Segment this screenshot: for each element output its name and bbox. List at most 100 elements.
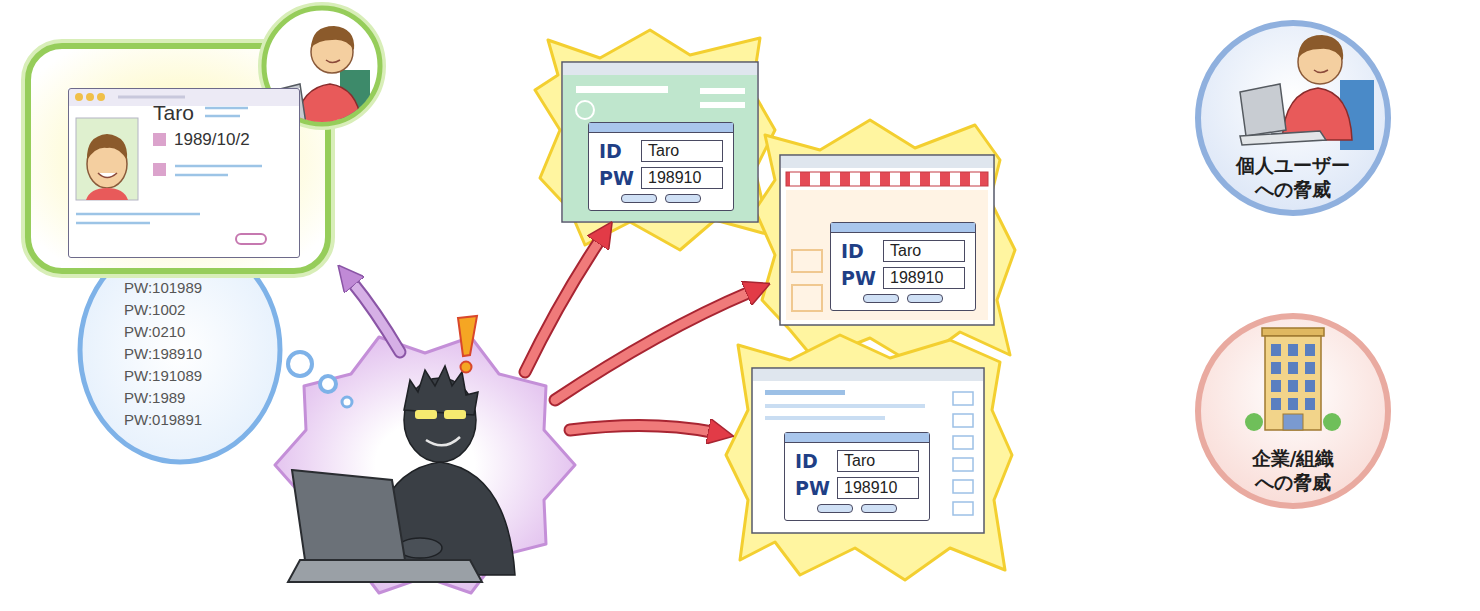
speech-blob: [28, 6, 382, 271]
attack-arrow: [352, 240, 750, 432]
building-icon: [1271, 344, 1281, 356]
website-window: [700, 88, 745, 94]
attack-splash: [755, 120, 1015, 365]
password-guess: PW:101989: [124, 280, 202, 297]
attack-arrow: [352, 282, 400, 352]
building-icon: [1245, 328, 1341, 431]
threat-label: 個人ユーザー への脅威: [1215, 154, 1371, 202]
login-dialog: IDTaroPW198910: [588, 122, 734, 211]
login-button: [861, 504, 897, 513]
profile-page: [153, 163, 166, 176]
attack-arrow: [570, 425, 712, 432]
building-icon: [1271, 380, 1281, 392]
profile-page: [75, 93, 83, 101]
website-window: [786, 190, 988, 320]
profile-page: [86, 188, 128, 200]
field-value: Taro: [883, 240, 965, 262]
organization-circle: [1198, 316, 1388, 506]
attack-splash: [535, 30, 1015, 580]
user-figure: [295, 84, 362, 130]
hacker-figure: [288, 560, 482, 582]
login-dialog: IDTaroPW198910: [830, 222, 976, 311]
login-dialog: IDTaroPW198910: [784, 432, 930, 521]
website-window: [953, 392, 973, 405]
hacker-figure: [458, 316, 477, 356]
profile-page: [205, 107, 248, 110]
building-icon: [1288, 380, 1298, 392]
website-window: [953, 414, 973, 427]
building-icon: [1288, 398, 1298, 410]
website-window: [792, 250, 822, 272]
individual-figure: [1314, 70, 1328, 73]
button-row: [795, 504, 919, 513]
thought-bubble-shape: [288, 352, 312, 376]
building-icon: [1288, 362, 1298, 374]
website-window: [953, 480, 973, 493]
profile-page: [86, 93, 94, 101]
form-row: IDTaro: [841, 240, 965, 262]
profile-page: [205, 115, 240, 118]
hacker-figure: [461, 362, 472, 373]
form-row: PW198910: [795, 477, 919, 499]
website-window: [780, 155, 994, 325]
website-window: [786, 172, 988, 186]
building-icon: [1271, 398, 1281, 410]
form-row: IDTaro: [795, 450, 919, 472]
field-value: 198910: [641, 167, 723, 189]
password-guess: PW:191089: [124, 368, 202, 385]
website-window: [562, 62, 994, 533]
threat-label: 企業/組織 への脅威: [1215, 447, 1371, 495]
attack-arrow: [555, 292, 750, 400]
website-window: [576, 101, 594, 119]
thought-bubble: PW:101989PW:1002PW:0210PW:198910PW:19108…: [80, 238, 280, 462]
attack-arrow: [555, 292, 750, 400]
profile-page: [76, 118, 138, 200]
individual-figure: [1298, 35, 1343, 60]
website-window: [752, 368, 984, 533]
profile-card: Taro1989/10/2: [68, 88, 300, 258]
password-guess: PW:198910: [124, 346, 202, 363]
individual-figure: [1240, 131, 1326, 145]
website-window: [753, 369, 983, 381]
attack-arrow: [525, 240, 600, 372]
website-window: [765, 404, 925, 408]
profile-page: [76, 213, 200, 216]
individual-circle: [1198, 23, 1388, 213]
thought-bubble-shape: [342, 397, 352, 407]
form-row: IDTaro: [599, 140, 723, 162]
login-button: [621, 194, 657, 203]
form-row: PW198910: [841, 267, 965, 289]
website-window: [700, 102, 745, 108]
user-figure: [326, 60, 340, 63]
attack-splash: [726, 335, 1012, 580]
form-row: PW198910: [599, 167, 723, 189]
website-window: [765, 390, 845, 395]
individual-figure: [1240, 35, 1374, 150]
website-window: [781, 156, 993, 168]
attack-arrow: [352, 282, 400, 352]
user-figure: [311, 26, 354, 50]
attack-arrow: [570, 425, 712, 432]
organization-circle: [1198, 316, 1388, 506]
field-value: Taro: [641, 140, 723, 162]
website-window: [563, 63, 757, 75]
field-value: Taro: [837, 450, 919, 472]
button-row: [841, 294, 965, 303]
website-window: [953, 458, 973, 471]
hacker-figure: [444, 410, 466, 419]
password-guess: PW:0210: [124, 324, 185, 341]
profile-page: [68, 88, 300, 258]
hacker-figure: [292, 470, 405, 560]
dialog-title-bar: [785, 433, 929, 443]
thought-bubble-shape: [320, 376, 336, 392]
button-row: [599, 194, 723, 203]
building-icon: [1265, 336, 1321, 430]
hacker-figure: [426, 437, 460, 445]
field-label: PW: [841, 267, 883, 289]
profile-page: [68, 88, 300, 258]
profile-page: [236, 234, 266, 244]
website-window: [576, 86, 668, 93]
field-label: ID: [841, 240, 883, 262]
password-guess: PW:019891: [124, 412, 202, 429]
